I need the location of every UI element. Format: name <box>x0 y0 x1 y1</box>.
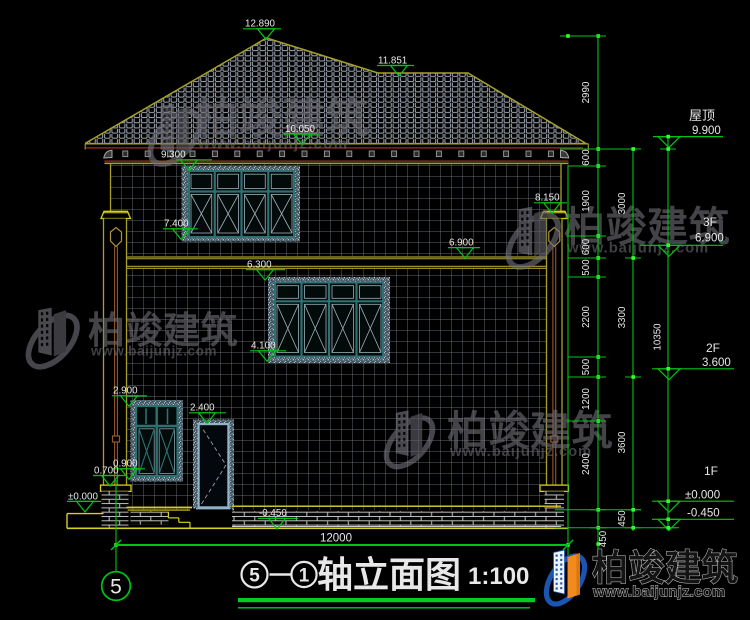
svg-text:6.300: 6.300 <box>247 260 272 271</box>
svg-text:9.900: 9.900 <box>692 125 721 137</box>
svg-text:3000: 3000 <box>617 192 628 214</box>
svg-text:1900: 1900 <box>581 190 592 212</box>
svg-text:5: 5 <box>249 566 260 587</box>
svg-text:2.400: 2.400 <box>190 403 215 414</box>
svg-text:www.baijunjz.com: www.baijunjz.com <box>90 344 217 359</box>
svg-text:1F: 1F <box>704 464 718 478</box>
svg-text:柏竣建筑: 柏竣建筑 <box>592 547 738 588</box>
svg-text:1: 1 <box>299 566 310 587</box>
svg-text:12.890: 12.890 <box>245 19 276 30</box>
svg-text:±0.000: ±0.000 <box>68 492 98 503</box>
svg-text:500: 500 <box>581 358 592 375</box>
svg-text:柏竣建筑: 柏竣建筑 <box>195 95 369 143</box>
svg-text:4.100: 4.100 <box>251 341 276 352</box>
svg-text:柏竣建筑: 柏竣建筑 <box>447 408 613 454</box>
svg-text:0.700: 0.700 <box>94 465 119 476</box>
svg-text:3.600: 3.600 <box>702 357 731 369</box>
svg-text:1:100: 1:100 <box>468 563 529 590</box>
svg-text:8.150: 8.150 <box>535 193 560 204</box>
svg-text:3F: 3F <box>703 215 717 229</box>
svg-text:500: 500 <box>581 259 592 276</box>
svg-text:600: 600 <box>581 238 592 255</box>
svg-text:www.baijunjz.com: www.baijunjz.com <box>449 444 592 460</box>
svg-text:11.851: 11.851 <box>378 56 407 67</box>
svg-text:柏竣建筑: 柏竣建筑 <box>564 204 730 250</box>
svg-text:±0.000: ±0.000 <box>685 490 720 502</box>
svg-text:3300: 3300 <box>617 306 628 328</box>
svg-text:10350: 10350 <box>653 323 664 351</box>
svg-text:7.400: 7.400 <box>164 219 189 230</box>
svg-text:0.900: 0.900 <box>113 459 138 470</box>
svg-text:9.300: 9.300 <box>161 150 186 161</box>
svg-text:12000: 12000 <box>320 533 352 545</box>
svg-text:www.baijunjz.com: www.baijunjz.com <box>197 136 348 153</box>
svg-text:6.900: 6.900 <box>449 238 474 249</box>
svg-text:2.900: 2.900 <box>113 386 138 397</box>
svg-text:屋顶: 屋顶 <box>689 108 715 123</box>
svg-text:600: 600 <box>581 149 592 166</box>
svg-text:450: 450 <box>617 510 628 527</box>
svg-text:2990: 2990 <box>581 81 592 103</box>
svg-text:2F: 2F <box>706 341 720 355</box>
svg-text:6.900: 6.900 <box>695 233 724 245</box>
svg-text:柏竣建筑: 柏竣建筑 <box>88 309 238 351</box>
svg-text:3600: 3600 <box>617 431 628 453</box>
svg-text:450: 450 <box>598 530 609 547</box>
svg-text:-0.450: -0.450 <box>259 508 287 519</box>
svg-text:10.050: 10.050 <box>285 124 316 135</box>
svg-text:1200: 1200 <box>581 388 592 410</box>
svg-text:www.baijunjz.com: www.baijunjz.com <box>592 585 726 601</box>
svg-text:-0.450: -0.450 <box>687 508 720 520</box>
svg-text:5: 5 <box>110 576 122 599</box>
svg-text:2400: 2400 <box>581 453 592 475</box>
svg-text:轴立面图: 轴立面图 <box>317 554 461 595</box>
svg-text:2200: 2200 <box>581 306 592 328</box>
